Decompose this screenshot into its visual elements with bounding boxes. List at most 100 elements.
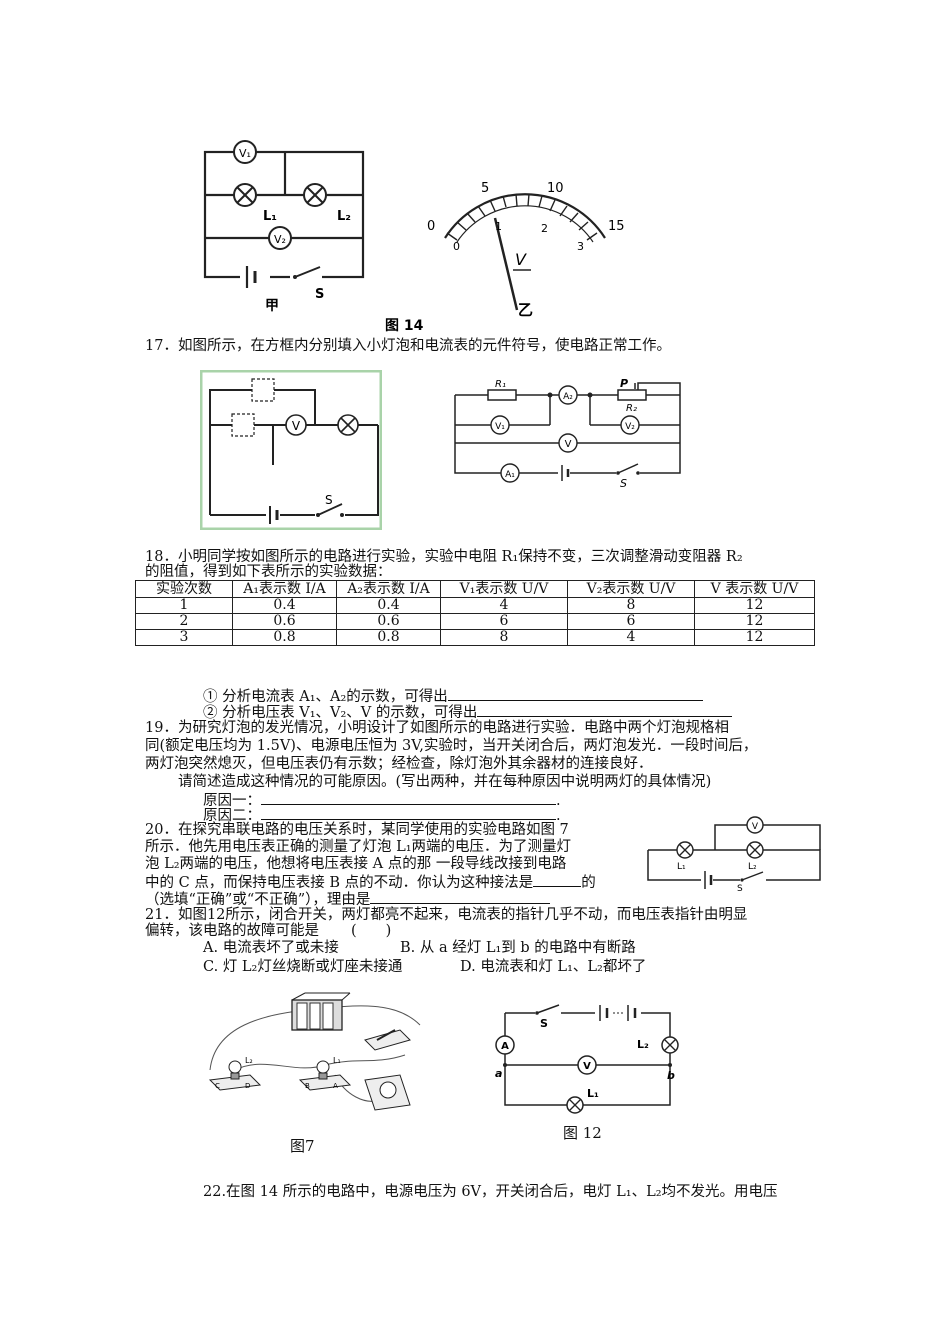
lamp-l2-symbol (661, 1036, 679, 1054)
svg-text:V: V (752, 822, 759, 832)
svg-text:2: 2 (541, 222, 548, 235)
svg-text:b: b (667, 1069, 675, 1082)
battery-pack-icon (291, 992, 351, 1031)
svg-text:V₂: V₂ (625, 422, 635, 432)
header-cell: 实验次数 (135, 580, 233, 598)
lamp-l1-symbol (566, 1096, 584, 1114)
svg-text:S: S (620, 477, 627, 490)
option-d[interactable]: D. 电流表和灯 L₁、L₂都坏了 (460, 959, 647, 975)
svg-text:5: 5 (481, 181, 489, 196)
svg-text:a: a (495, 1067, 502, 1080)
table-cell: 0.6 (232, 613, 337, 630)
svg-text:A₂: A₂ (563, 392, 573, 402)
table-cell: 12 (694, 613, 815, 630)
r2-rheostat (617, 389, 647, 401)
v2-meter-symbol: V₂ (268, 226, 292, 250)
v-meter: V (558, 433, 578, 453)
voltmeter-symbol: V (746, 816, 764, 834)
table-cell: 12 (694, 597, 815, 614)
label-l1: L₁ (263, 209, 277, 224)
voltmeter-device-icon (364, 1074, 411, 1111)
q18-analysis1: ① 分析电流表 A₁、A₂的示数，可得出 (203, 686, 703, 707)
answer-blank[interactable] (370, 889, 551, 904)
q20-line4-text: 中的 C 点，而保持电压表接 B 点的不动．你认为这种接法是 (145, 875, 534, 891)
voltmeter-symbol: V (285, 414, 307, 436)
q22-line1: 22.在图 14 所示的电路中，电源电压为 6V，开关闭合后，电灯 L₁、L₂均… (203, 1184, 778, 1200)
lamp-l1-symbol (233, 183, 257, 207)
answer-paren[interactable]: ( ) (351, 923, 392, 939)
q19-line2: 同(额定电压均为 1.5V)、电源电压恒为 3V,实验时，当开关闭合后，两灯泡发… (145, 738, 758, 754)
answer-blank[interactable] (533, 872, 582, 887)
option-a[interactable]: A. 电流表坏了或未接 (203, 940, 339, 956)
svg-text:10: 10 (547, 181, 564, 196)
empty-box-left[interactable] (231, 413, 255, 437)
v2-meter: V₂ (620, 415, 640, 435)
option-b[interactable]: B. 从 a 经灯 L₁到 b 的电路中有断路 (400, 940, 636, 956)
lamp-l2-holder-icon (208, 1060, 262, 1091)
table-cell: 8 (440, 629, 568, 646)
table-cell: 4 (567, 629, 695, 646)
battery-switch-symbol (266, 503, 345, 524)
table-cell: 8 (567, 597, 695, 614)
svg-text:V: V (515, 250, 527, 269)
svg-text:R₁: R₁ (495, 379, 506, 390)
svg-text:B: B (305, 1082, 310, 1090)
lamp-l2-symbol (746, 841, 764, 859)
q20-line5: （选填“正确”或“不正确”），理由是 (145, 889, 551, 910)
q21-line1: 21．如图12所示，闭合开关，两灯都亮不起来，电流表的指针几乎不动，而电压表指针… (145, 907, 748, 923)
empty-box-top[interactable] (251, 378, 275, 402)
table-cell: 0.4 (232, 597, 337, 614)
lamp-l1-symbol (676, 841, 694, 859)
svg-text:1: 1 (495, 220, 502, 233)
q19-reason2: 原因二：. (203, 805, 561, 826)
label-jia: 甲 (265, 298, 279, 314)
figure-12-caption: 图 12 (563, 1124, 602, 1142)
svg-text:V: V (292, 419, 301, 433)
svg-text:A: A (501, 1041, 509, 1052)
q20-line4: 中的 C 点，而保持电压表接 B 点的不动．你认为这种接法是 的 (145, 872, 596, 893)
a1-meter: A₁ (500, 463, 520, 483)
svg-text:0: 0 (453, 240, 460, 253)
ammeter-symbol: A (495, 1035, 515, 1055)
reason1-label: 原因一： (203, 793, 261, 809)
answer-blank[interactable] (477, 702, 733, 717)
table-cell: 0.6 (336, 613, 441, 630)
table-cell: 6 (440, 613, 568, 630)
svg-text:S: S (540, 1017, 548, 1030)
q20-line1: 20．在探究串联电路的电压关系时，某同学使用的实验电路如图 7 (145, 822, 569, 838)
a2-meter: A₂ (558, 385, 578, 405)
svg-text:D: D (245, 1082, 250, 1090)
lamp-symbol (337, 414, 359, 436)
q17-circuit-left: V S (200, 370, 382, 530)
option-c[interactable]: C. 灯 L₂灯丝烧断或灯座未接通 (203, 959, 403, 975)
answer-blank[interactable] (261, 790, 556, 805)
voltmeter-symbol: V (577, 1055, 597, 1075)
svg-text:L₂: L₂ (748, 862, 757, 872)
figure-7: L₂ C D L₁ B A (208, 992, 421, 1111)
svg-text:A: A (333, 1082, 338, 1090)
battery-switch-symbol (240, 266, 322, 288)
table-cell: 6 (567, 613, 695, 630)
switch-icon (364, 1029, 411, 1051)
svg-text:15: 15 (608, 219, 625, 234)
q21-line2: 偏转，该电路的故障可能是 ( ) (145, 922, 391, 941)
answer-blank[interactable] (261, 805, 556, 820)
q21-line2-text: 偏转，该电路的故障可能是 (145, 923, 319, 939)
table-cell: 4 (440, 597, 568, 614)
header-cell: V₁表示数 U/V (440, 580, 568, 598)
q17-text: 17．如图所示，在方框内分别填入小灯泡和电流表的元件符号，使电路正常工作。 (145, 338, 671, 354)
label-yi: 乙 (518, 301, 533, 319)
q20-line4-end: 的 (581, 875, 596, 891)
svg-text:L₁: L₁ (677, 862, 686, 872)
table-header-row: 实验次数 A₁表示数 I/A A₂表示数 I/A V₁表示数 U/V V₂表示数… (135, 580, 815, 598)
label-s: S (325, 493, 333, 507)
q19-reason1: 原因一：. (203, 790, 561, 811)
answer-blank[interactable] (447, 686, 703, 701)
label-l2: L₂ (337, 209, 351, 224)
q18-line2: 的阻值，得到如下表所示的实验数据： (145, 564, 392, 580)
figure-14: V₁ L₁ L₂ V₂ S 甲 (203, 140, 625, 334)
header-cell: A₂表示数 I/A (336, 580, 441, 598)
svg-text:V: V (583, 1061, 591, 1072)
q18-analysis1-text: ① 分析电流表 A₁、A₂的示数，可得出 (203, 689, 448, 705)
table-row: 3 0.8 0.8 8 4 12 (135, 629, 815, 646)
